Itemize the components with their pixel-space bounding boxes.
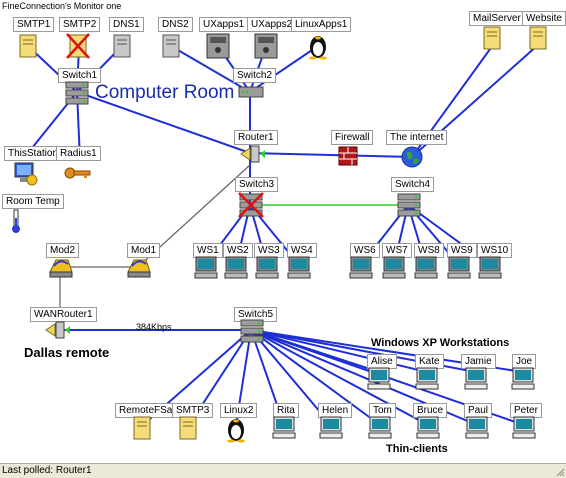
router1-icon[interactable] [239,142,267,166]
wanrouter1-icon[interactable] [44,318,72,342]
label-uxapps1: UXapps1 [199,17,249,32]
label-thisstation: ThisStation [4,146,63,161]
pc-kate-icon[interactable] [414,365,440,391]
pc-peter-icon[interactable] [511,414,537,440]
pc-rita-icon[interactable] [271,414,297,440]
label-rita: Rita [273,403,299,418]
label-ws8: WS8 [414,243,444,258]
status-bar: Last polled: Router1 [0,463,566,478]
pc-joe-icon[interactable] [510,365,536,391]
pc-ws8-icon[interactable] [413,254,439,280]
switch3-down-icon[interactable] [238,192,264,218]
label-mod1: Mod1 [127,243,161,258]
label-wanrouter1: WANRouter1 [30,307,97,322]
label-smtp1: SMTP1 [13,17,55,32]
status-text: Last polled: Router1 [2,465,92,476]
pc-alise-icon[interactable] [366,365,392,391]
pc-ws3-icon[interactable] [254,254,280,280]
switch1-icon[interactable] [64,80,90,106]
pc-bruce-icon[interactable] [415,414,441,440]
server-uxapps1-icon[interactable] [205,32,231,60]
server-smtp2-down-icon[interactable] [66,33,90,59]
pc-tom-icon[interactable] [367,414,393,440]
pc-helen-icon[interactable] [318,414,344,440]
resize-grip-icon[interactable] [555,467,565,477]
label-switch4: Switch4 [391,177,435,192]
label-linuxapps1: LinuxApps1 [291,17,352,32]
label-switch2: Switch2 [233,68,277,83]
server-dns2-icon[interactable] [160,33,182,59]
thermometer-icon[interactable] [10,208,22,234]
label-tom: Tom [369,403,396,418]
pc-ws10-icon[interactable] [477,254,503,280]
pc-ws1-icon[interactable] [193,254,219,280]
switch5-icon[interactable] [239,318,265,344]
label-radius1: Radius1 [56,146,101,161]
label-ws2: WS2 [223,243,253,258]
thin-clients-title: Thin-clients [386,443,448,455]
label-dns1: DNS1 [109,17,144,32]
server-website-icon[interactable] [527,25,549,51]
server-uxapps2-icon[interactable] [253,32,279,60]
label-smtp2: SMTP2 [59,17,101,32]
label-linux2: Linux2 [220,403,258,418]
label-website: Website [522,11,566,26]
server-smtp3-icon[interactable] [177,415,199,441]
dallas-remote-title: Dallas remote [24,345,110,360]
modem1-icon[interactable] [124,254,152,280]
server-smtp1-icon[interactable] [17,33,39,59]
firewall-icon[interactable] [336,143,360,169]
globe-internet-icon[interactable] [400,145,424,169]
server-remotefsa-icon[interactable] [131,415,153,441]
winxp-title: Windows XP Workstations [371,337,510,349]
label-internet: The internet [386,130,448,145]
pc-ws2-icon[interactable] [223,254,249,280]
linux-penguin-icon[interactable] [306,30,330,60]
linux2-penguin-icon[interactable] [224,413,248,443]
pc-ws9-icon[interactable] [446,254,472,280]
pc-ws6-icon[interactable] [348,254,374,280]
server-mailserver-icon[interactable] [481,25,503,51]
label-ws3: WS3 [254,243,284,258]
label-mailserver: MailServer [469,11,525,26]
label-uxapps2: UXapps2 [247,17,297,32]
label-firewall: Firewall [331,130,374,145]
modem2-icon[interactable] [46,254,74,280]
window-title: FineConnection's Monitor one [2,1,122,11]
switch4-icon[interactable] [396,192,422,218]
pc-ws7-icon[interactable] [381,254,407,280]
switch2-icon[interactable] [238,85,264,99]
label-mod2: Mod2 [46,243,80,258]
server-dns1-icon[interactable] [111,33,133,59]
pc-ws4-icon[interactable] [286,254,312,280]
pc-paul-icon[interactable] [464,414,490,440]
this-station-icon[interactable] [12,160,38,186]
label-router1: Router1 [234,130,278,145]
radius-key-icon[interactable] [64,166,92,180]
pc-jamie-icon[interactable] [463,365,489,391]
label-roomtemp: Room Temp [2,194,64,209]
computer-room-title: Computer Room [95,82,235,103]
link-speed-label: 384Kbps [136,322,172,332]
label-switch3: Switch3 [235,177,279,192]
label-dns2: DNS2 [158,17,193,32]
